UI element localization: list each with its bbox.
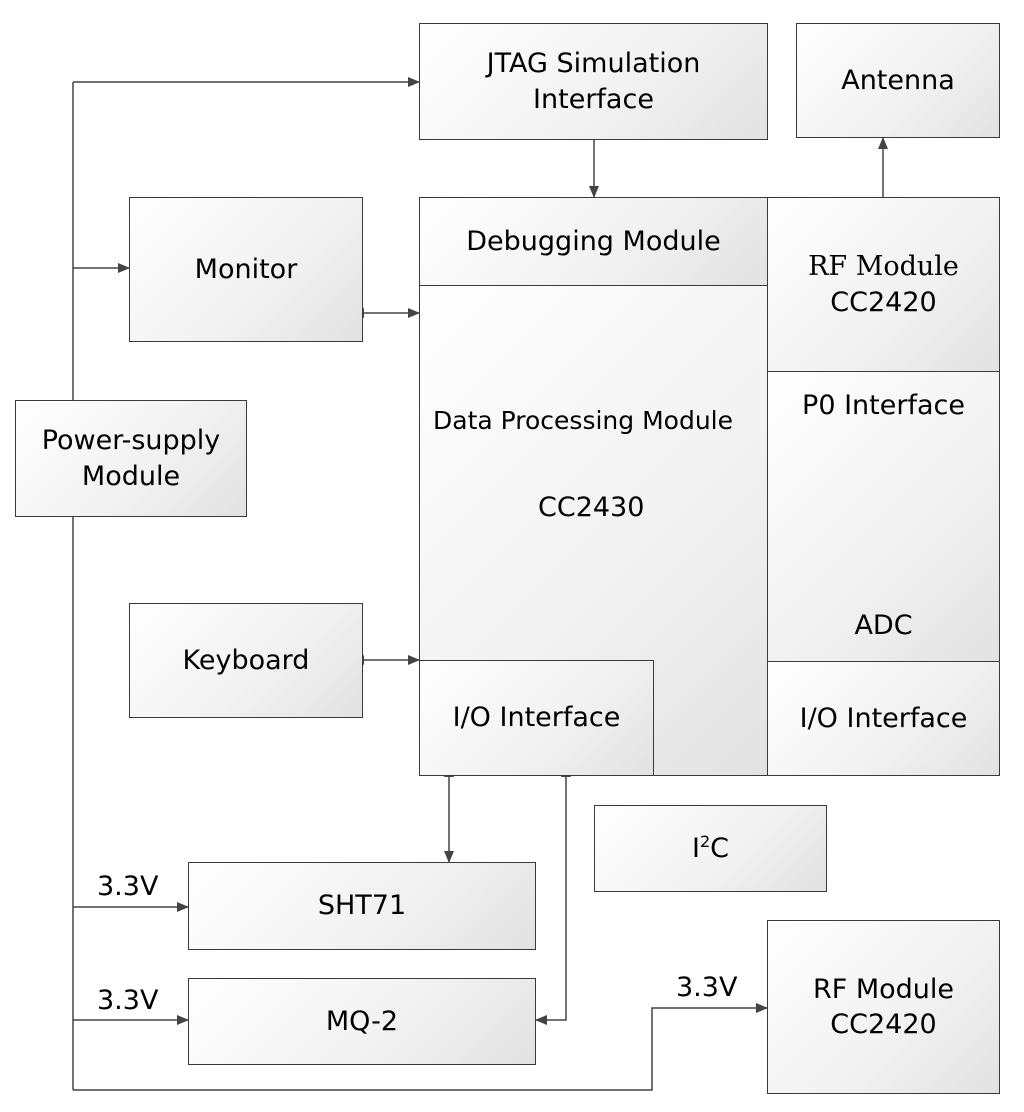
- mq2-label: MQ-2: [325, 1005, 399, 1037]
- rf-bottom-label-line1: RF Module: [812, 973, 955, 1005]
- cc2430-label: CC2430: [538, 492, 645, 523]
- sht71-label: SHT71: [317, 890, 407, 922]
- antenna-label: Antenna: [841, 64, 955, 96]
- p0-interface-block: P0 Interface ADC: [767, 371, 1000, 662]
- jtag-label-line1: JTAG Simulation: [486, 48, 701, 80]
- rf-bottom-label-line2: CC2420: [830, 1009, 937, 1040]
- jtag-label-line2: Interface: [533, 83, 654, 115]
- monitor-block: Monitor: [129, 197, 363, 342]
- rf-module-bottom-block: RF Module CC2420: [767, 920, 1000, 1094]
- io-interface-left-block: I/O Interface: [419, 660, 654, 776]
- keyboard-label: Keyboard: [182, 644, 310, 676]
- voltage-label-rf: 3.3V: [676, 972, 738, 1003]
- keyboard-block: Keyboard: [129, 603, 363, 718]
- jtag-simulation-interface-block: JTAG Simulation Interface: [419, 23, 768, 140]
- sht71-block: SHT71: [188, 862, 536, 950]
- p0-interface-label: P0 Interface: [802, 390, 965, 421]
- debugging-module-block: Debugging Module: [419, 197, 768, 286]
- power-supply-module-block: Power-supply Module: [15, 400, 247, 517]
- power-label-line2: Module: [81, 460, 181, 492]
- i2c-label: I2C: [692, 831, 729, 866]
- data-processing-label: Data Processing Module: [433, 406, 733, 435]
- rf-module-top-block: RF Module CC2420: [767, 197, 1000, 372]
- rf-top-label-line2: CC2420: [830, 286, 937, 318]
- power-to-rf-bottom-arrow: [73, 1003, 768, 1091]
- io-right-label: I/O Interface: [799, 702, 968, 734]
- io-mq2-arrow: [535, 765, 571, 1025]
- power-label-line1: Power-supply: [41, 425, 221, 457]
- voltage-label-mq2: 3.3V: [97, 985, 159, 1016]
- adc-label: ADC: [854, 609, 913, 641]
- io-interface-right-block: I/O Interface: [767, 661, 1000, 776]
- i2c-main: I: [691, 832, 700, 864]
- antenna-block: Antenna: [796, 23, 1000, 138]
- i2c-block: I2C: [594, 805, 827, 892]
- debugging-label: Debugging Module: [466, 225, 721, 257]
- i2c-tail: C: [710, 832, 729, 864]
- i2c-superscript: 2: [699, 831, 711, 851]
- mq2-block: MQ-2: [188, 978, 536, 1065]
- io-left-label: I/O Interface: [452, 702, 621, 734]
- rf-top-label-line1: RF Module: [808, 251, 959, 283]
- monitor-label: Monitor: [194, 253, 298, 285]
- voltage-label-sht71: 3.3V: [97, 871, 159, 902]
